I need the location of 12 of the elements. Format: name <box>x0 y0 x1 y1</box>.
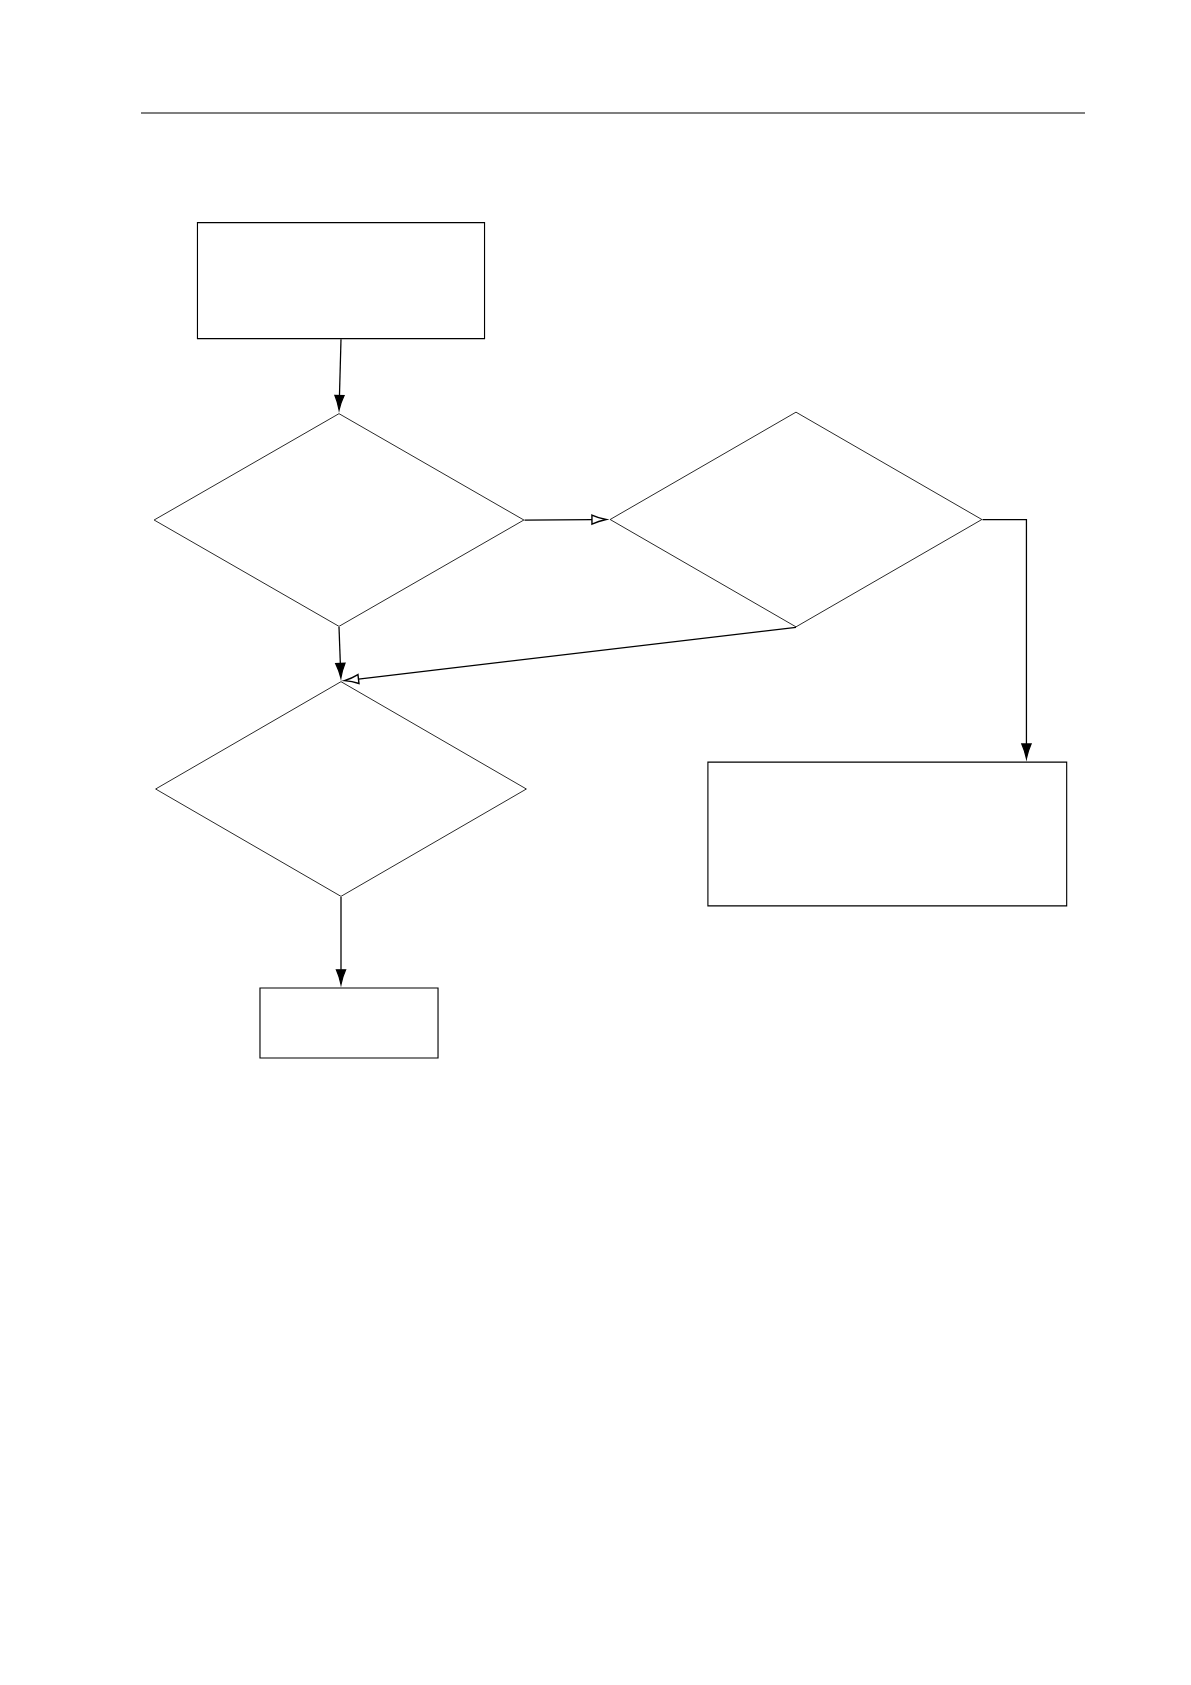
arrow <box>523 514 607 525</box>
decision-diamond <box>153 413 525 627</box>
arrow <box>335 626 346 679</box>
arrow <box>981 518 1032 760</box>
process-box <box>259 987 439 1059</box>
process-box <box>196 222 486 340</box>
process-box <box>707 761 1068 907</box>
arrow <box>334 338 345 411</box>
arrow <box>343 626 797 685</box>
decision-diamond <box>155 681 527 897</box>
decision-diamond <box>609 411 983 628</box>
arrow <box>335 896 347 985</box>
